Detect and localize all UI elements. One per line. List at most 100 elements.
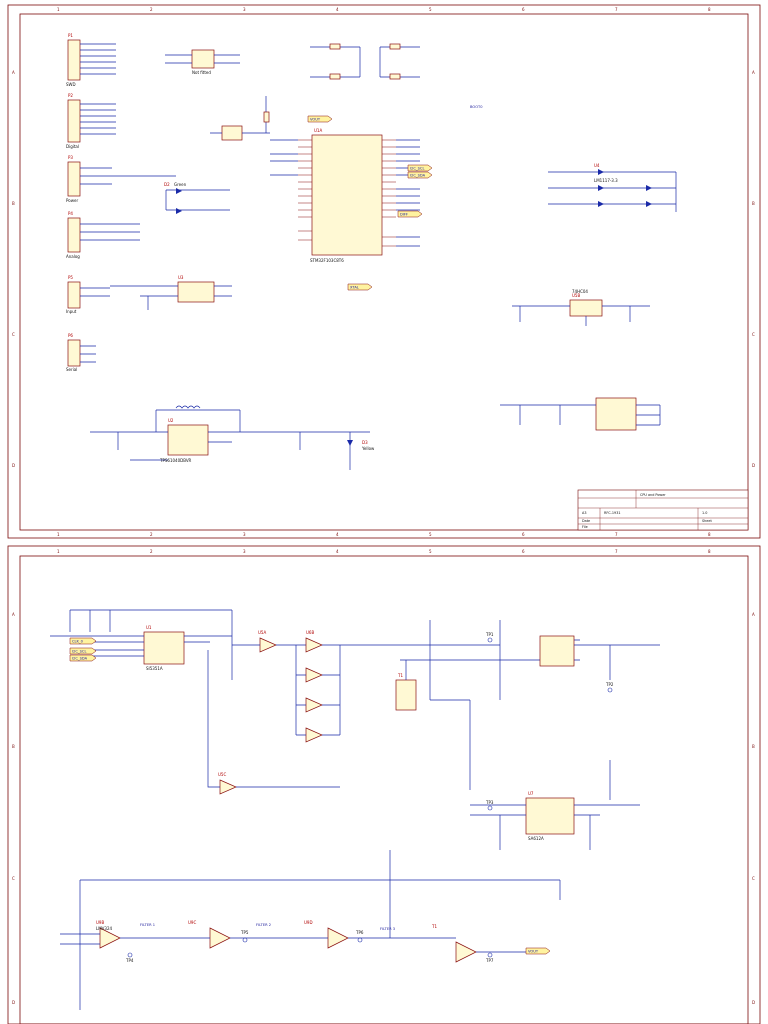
filter-labels: FILTER 1 FILTER 2 FILTER 3 — [140, 923, 395, 931]
reset-button — [210, 96, 270, 141]
net-vout-1: VOUT — [307, 115, 333, 123]
svg-text:I2C_SCL: I2C_SCL — [410, 167, 424, 171]
svg-text:U2: U2 — [168, 418, 174, 423]
led-group-left: D2 Green — [112, 175, 230, 214]
svg-text:Sheet: Sheet — [702, 519, 712, 523]
svg-text:8: 8 — [708, 549, 711, 554]
svg-text:D: D — [752, 463, 755, 468]
resistor-network-top — [310, 43, 420, 80]
svg-text:TP3: TP3 — [485, 800, 494, 805]
svg-text:FILTER 2: FILTER 2 — [256, 923, 271, 927]
svg-text:1: 1 — [57, 549, 60, 554]
svg-text:TP7: TP7 — [485, 958, 494, 963]
svg-text:C: C — [752, 876, 755, 881]
svg-text:U3: U3 — [178, 275, 184, 280]
svg-text:5: 5 — [429, 549, 432, 554]
boost-converter-u2: U2 TPS61040DBVR — [90, 405, 330, 463]
svg-text:U9B: U9B — [96, 920, 104, 925]
svg-text:SA612A: SA612A — [528, 836, 544, 841]
svg-text:8: 8 — [708, 7, 711, 12]
svg-text:B: B — [752, 201, 755, 206]
svg-text:U1: U1 — [146, 625, 152, 630]
svg-text:2: 2 — [150, 532, 153, 537]
svg-text:Power: Power — [66, 198, 78, 203]
svg-text:6: 6 — [522, 549, 525, 554]
svg-text:A3: A3 — [582, 511, 586, 515]
svg-text:DIFF: DIFF — [400, 213, 408, 217]
buffer-u6b: U6B — [295, 630, 400, 743]
svg-text:TP4: TP4 — [125, 958, 134, 963]
svg-text:TP5: TP5 — [240, 930, 249, 935]
svg-text:P3: P3 — [68, 155, 73, 160]
svg-text:7: 7 — [615, 7, 618, 12]
svg-text:Not fitted: Not fitted — [192, 70, 211, 75]
svg-text:Digital: Digital — [66, 144, 79, 149]
svg-text:C: C — [12, 876, 15, 881]
connector-p3: P3 Power — [66, 155, 112, 203]
svg-text:CLK_0: CLK_0 — [72, 640, 84, 644]
svg-text:Yellow: Yellow — [361, 446, 375, 451]
svg-text:Serial: Serial — [66, 367, 77, 372]
svg-text:TP2: TP2 — [605, 682, 614, 687]
svg-text:D: D — [12, 1000, 15, 1005]
connector-p1: P1 SWD — [66, 33, 116, 87]
svg-text:B: B — [12, 744, 15, 749]
svg-text:D: D — [12, 463, 15, 468]
svg-text:A: A — [12, 612, 15, 617]
svg-text:Date: Date — [582, 519, 590, 523]
connector-p5: P5 Input — [66, 275, 110, 314]
svg-text:I2C_SDA: I2C_SDA — [410, 174, 426, 178]
sheet1-title-block: CPU and Power RFC-1931 A3 1.0 Sheet Date… — [577, 489, 749, 531]
svg-text:1.0: 1.0 — [702, 511, 707, 515]
svg-text:P5: P5 — [68, 275, 73, 280]
buffer-u5a: U5A — [232, 630, 306, 653]
svg-text:FILTER 3: FILTER 3 — [380, 927, 395, 931]
svg-text:U5C: U5C — [218, 772, 226, 777]
audio-filter-chain: U9B LMV324 U9C U9D T1 — [60, 850, 561, 1010]
output-led-d11: D3 Yellow — [330, 431, 375, 470]
mixer-section: T1 — [395, 620, 660, 790]
sheet-2: 1 2 3 4 5 6 7 8 A B C D A B C D U1 SI535… — [7, 545, 761, 1024]
svg-text:5: 5 — [429, 532, 432, 537]
svg-text:P4: P4 — [68, 211, 73, 216]
svg-text:B: B — [752, 744, 755, 749]
regulator-u4: U5B 74HC04 — [512, 289, 650, 326]
svg-text:U7: U7 — [528, 791, 534, 796]
net-clk0-2: CLK_0 — [69, 637, 97, 645]
svg-text:D3: D3 — [362, 440, 368, 445]
svg-text:I2C_SDA: I2C_SDA — [72, 657, 88, 661]
svg-text:2: 2 — [150, 549, 153, 554]
svg-text:P6: P6 — [68, 333, 73, 338]
svg-text:SI5351A: SI5351A — [146, 666, 163, 671]
svg-text:U6B: U6B — [306, 630, 314, 635]
svg-text:C: C — [752, 332, 755, 337]
connector-p4: P4 Analog — [66, 211, 140, 259]
regulator-u3: U3 — [110, 275, 232, 310]
sheet1-row-ruler: A B C D A B C D — [12, 70, 755, 468]
svg-text:I2C_SCL: I2C_SCL — [72, 650, 86, 654]
ic-bottom-right — [500, 397, 661, 431]
svg-text:RFC-1931: RFC-1931 — [604, 511, 621, 515]
svg-text:T1: T1 — [397, 673, 403, 678]
svg-text:U1A: U1A — [314, 128, 322, 133]
svg-text:74HC04: 74HC04 — [572, 289, 588, 294]
svg-text:Input: Input — [66, 309, 77, 314]
svg-text:B: B — [12, 201, 15, 206]
connector-p2: P2 Digital — [66, 93, 116, 149]
svg-text:4: 4 — [336, 532, 339, 537]
svg-text:P2: P2 — [68, 93, 73, 98]
svg-text:7: 7 — [615, 549, 618, 554]
svg-text:CPU and Power: CPU and Power — [640, 493, 666, 497]
svg-text:XTAL: XTAL — [350, 286, 359, 290]
svg-text:TP6: TP6 — [355, 930, 364, 935]
svg-text:3: 3 — [243, 7, 246, 12]
svg-text:6: 6 — [522, 7, 525, 12]
svg-text:Analog: Analog — [66, 254, 80, 259]
net-boot0: BOOT0 — [470, 105, 483, 109]
net-sda-1: I2C_SDA — [407, 171, 433, 179]
svg-text:5: 5 — [429, 7, 432, 12]
svg-text:VOUT: VOUT — [310, 118, 321, 122]
svg-text:File: File — [582, 525, 588, 529]
svg-text:1: 1 — [57, 532, 60, 537]
